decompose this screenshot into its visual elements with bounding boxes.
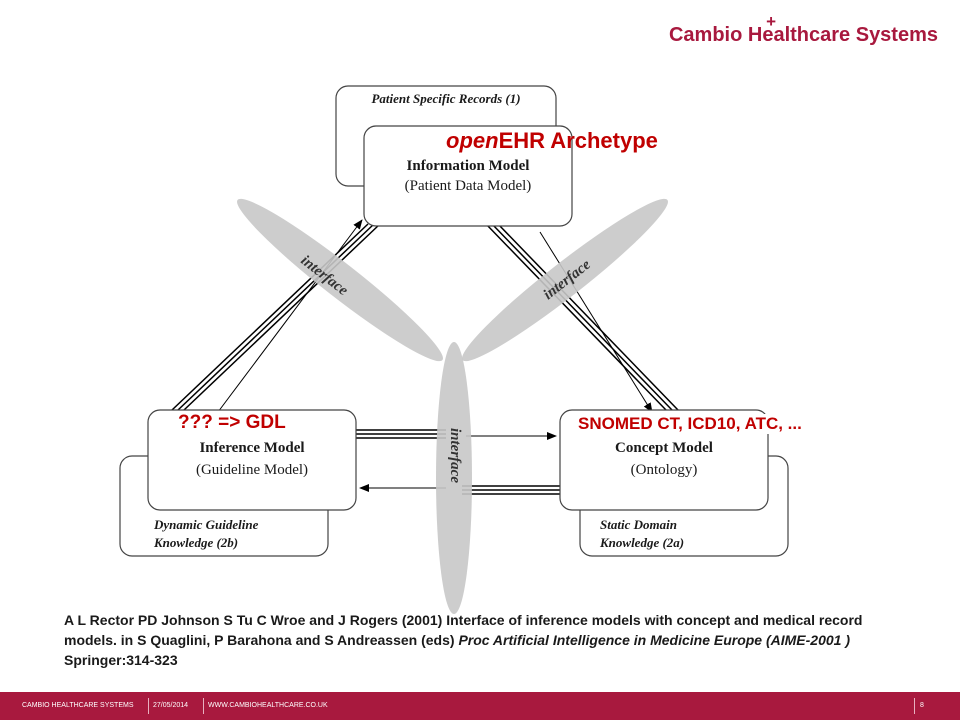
footer-page-number: 8: [920, 702, 924, 709]
logo-plus-mark: +: [766, 12, 776, 31]
arrow-information-to-concept: [539, 231, 653, 413]
information-model-subtitle: (Patient Data Model): [404, 178, 532, 194]
citation-authors: A L Rector PD Johnson S Tu C Wroe and J …: [64, 612, 863, 648]
static-knowledge-label: Static Domain Knowledge (2a): [600, 516, 770, 552]
logo-brand-name: Cambio: [668, 24, 743, 46]
footer-divider: [914, 698, 915, 714]
citation-proceedings: Proc Artificial Intelligence in Medicine…: [458, 632, 851, 648]
archetype-annotation-rest: EHR Archetype: [498, 128, 658, 153]
footer-divider: [203, 698, 204, 714]
connector-left: [171, 223, 381, 411]
static-knowledge-line2: Knowledge (2a): [600, 535, 685, 550]
static-knowledge-line1: Static Domain: [600, 517, 677, 532]
archetype-annotation: openEHR Archetype: [446, 128, 658, 154]
logo-brand-rest: Healthcare Systems: [747, 24, 938, 46]
footer-company: CAMBIO HEALTHCARE SYSTEMS: [22, 702, 134, 709]
inference-model-box: [147, 409, 357, 511]
concept-model-box: [559, 409, 769, 511]
citation: A L Rector PD Johnson S Tu C Wroe and J …: [64, 610, 914, 670]
company-logo: + Cambio Healthcare Systems: [669, 12, 938, 56]
interface-petal-left: [237, 198, 443, 362]
information-model-title: Information Model: [406, 158, 530, 174]
footer-bar: CAMBIO HEALTHCARE SYSTEMS 27/05/2014 WWW…: [0, 692, 960, 720]
interface-label-bottom: interface: [447, 428, 463, 483]
archetype-annotation-italic: open: [446, 128, 499, 153]
footer-date: 27/05/2014: [153, 702, 189, 709]
inference-model-title: Inference Model: [199, 440, 305, 456]
patient-records-label: Patient Specific Records (1): [371, 91, 521, 106]
interface-petals: [237, 198, 668, 614]
terminology-annotation: SNOMED CT, ICD10, ATC, ...: [578, 414, 802, 434]
logo-text: Cambio Healthcare Systems: [669, 24, 938, 47]
dynamic-knowledge-label: Dynamic Guideline Knowledge (2b): [154, 516, 324, 552]
footer-divider: [148, 698, 149, 714]
dynamic-knowledge-line2: Knowledge (2b): [154, 535, 239, 550]
citation-publisher: Springer:314-323: [64, 652, 178, 668]
information-model-box: [363, 125, 573, 227]
interface-petal-right: [462, 198, 668, 362]
concept-model-title: Concept Model: [615, 440, 713, 456]
concept-model-subtitle: (Ontology): [630, 462, 698, 478]
footer-website: WWW.CAMBIOHEALTHCARE.CO.UK: [208, 702, 328, 709]
arrow-inference-to-information: [217, 219, 363, 413]
inference-model-subtitle: (Guideline Model): [195, 462, 309, 478]
gdl-annotation: ??? => GDL: [178, 412, 286, 434]
connector-right: [485, 223, 679, 411]
dynamic-knowledge-line1: Dynamic Guideline: [154, 517, 259, 532]
interface-petal-bottom: [436, 342, 472, 614]
connector-bottom: [356, 429, 560, 495]
